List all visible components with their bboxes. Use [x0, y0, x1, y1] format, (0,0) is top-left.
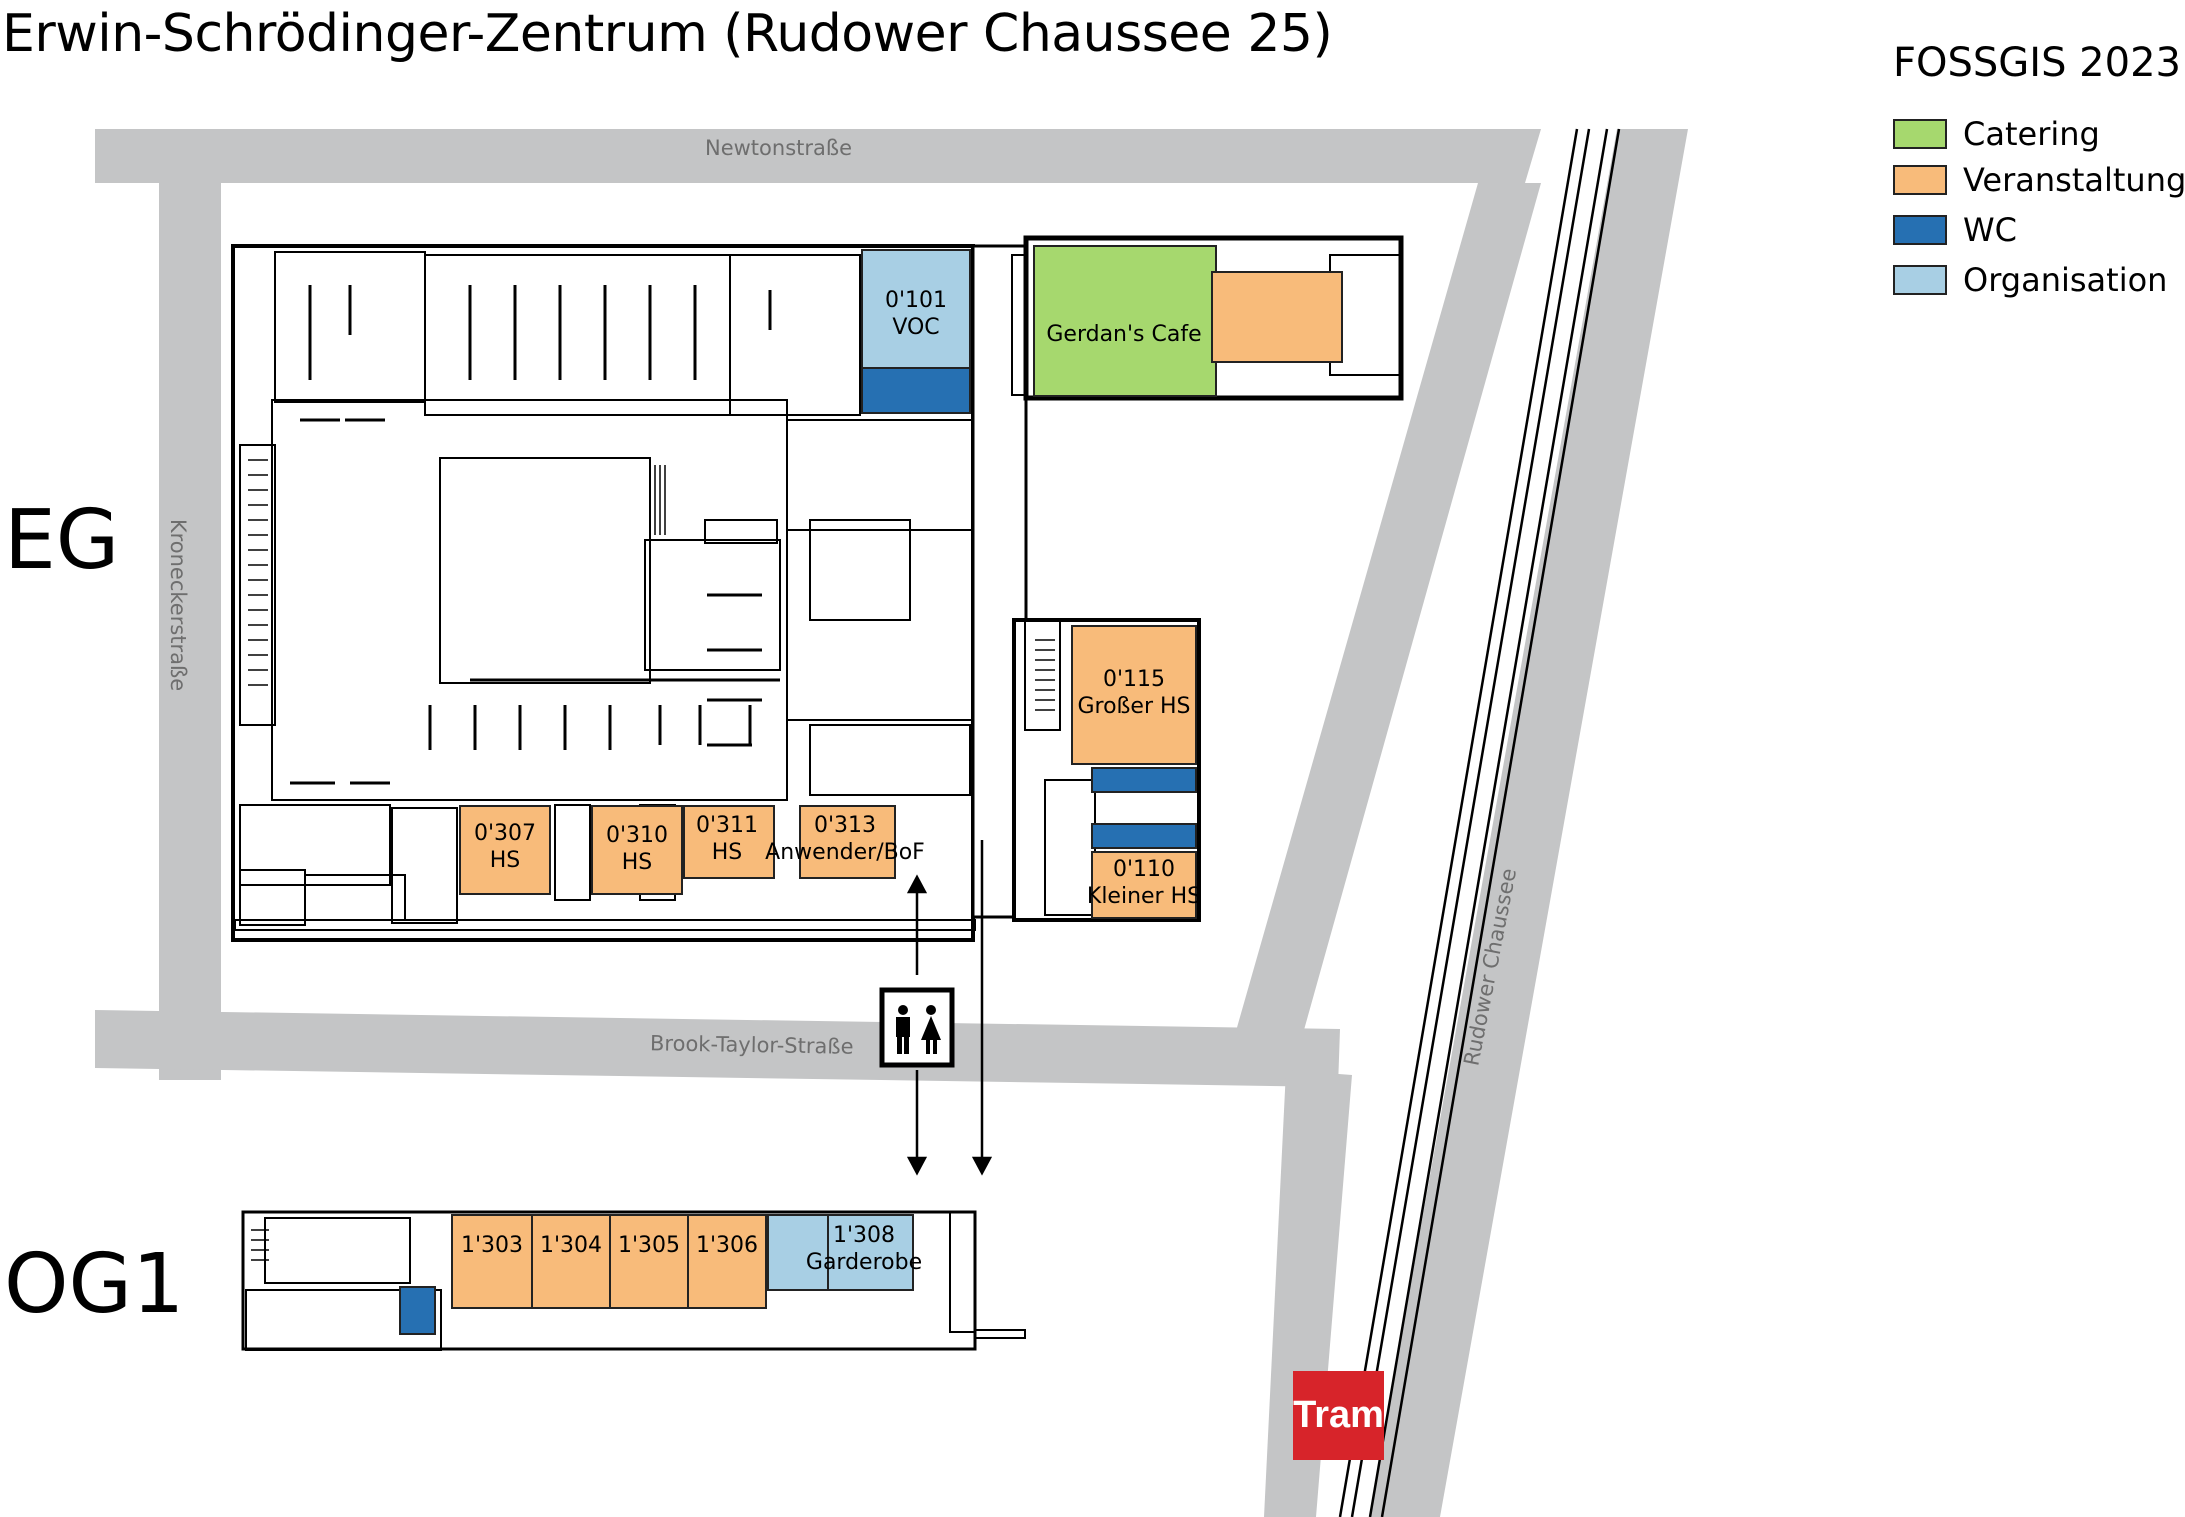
- floor-label-eg: EG: [4, 493, 120, 588]
- legend-title: FOSSGIS 2023: [1893, 40, 2181, 86]
- street-label-newton: Newtonstraße: [705, 136, 853, 160]
- room-label-cafe: Gerdan's Cafe: [1046, 322, 1202, 347]
- room-cafe-stage[interactable]: [1211, 271, 1343, 363]
- street-brook-taylor-strasse: [95, 1010, 1340, 1087]
- legend-swatch-organisation: [1893, 265, 1947, 295]
- room-310[interactable]: [591, 805, 683, 895]
- room-label-1305: 1'305: [617, 1233, 681, 1258]
- legend-item-catering: Catering: [1893, 115, 2100, 153]
- street-label-brook-taylor: Brook-Taylor-Straße: [649, 1031, 854, 1059]
- street-rudower-chaussee-west: [1222, 183, 1541, 1080]
- room-wc-1[interactable]: [1091, 767, 1197, 793]
- street-rudower-chaussee-south: [1264, 1070, 1352, 1517]
- legend-label: Catering: [1963, 115, 2100, 153]
- street-kroneckerstrasse: [159, 129, 221, 1080]
- room-voc-wc[interactable]: [861, 367, 971, 414]
- room-cafe[interactable]: [1033, 245, 1217, 397]
- room-1306[interactable]: [687, 1214, 767, 1309]
- room-gross-hs[interactable]: [1071, 625, 1197, 765]
- room-307[interactable]: [459, 805, 551, 895]
- room-klein-hs[interactable]: [1091, 851, 1197, 919]
- tram-stop-icon: Tram: [1293, 1371, 1384, 1460]
- legend-swatch-wc: [1893, 215, 1947, 245]
- streets: [95, 129, 1688, 1517]
- room-og1-wc[interactable]: [399, 1286, 436, 1335]
- legend-label: Organisation: [1963, 261, 2168, 299]
- room-label-1306: 1'306: [695, 1233, 759, 1258]
- legend-item-wc: WC: [1893, 211, 2017, 249]
- room-label-1304: 1'304: [539, 1233, 603, 1258]
- legend-item-veranstaltung: Veranstaltung: [1893, 161, 2185, 199]
- legend-swatch-veranstaltung: [1893, 165, 1947, 195]
- legend-label: Veranstaltung: [1963, 161, 2185, 199]
- street-label-kronecker: Kroneckerstraße: [166, 518, 191, 692]
- street-rudower-chaussee-east: [1369, 129, 1688, 1517]
- room-1305[interactable]: [609, 1214, 689, 1309]
- rooms-eg: [459, 245, 1343, 919]
- room-voc[interactable]: [861, 249, 971, 369]
- legend-swatch-catering: [1893, 119, 1947, 149]
- legend-label: WC: [1963, 211, 2017, 249]
- toilet-man-woman-icon: [879, 987, 955, 1068]
- tram-tracks: [1338, 128, 1621, 1517]
- room-1303[interactable]: [451, 1214, 533, 1309]
- room-311[interactable]: [683, 805, 775, 879]
- route-arrows: [906, 840, 993, 1176]
- room-1308[interactable]: [827, 1214, 914, 1291]
- room-1304[interactable]: [531, 1214, 611, 1309]
- room-1307[interactable]: [767, 1214, 829, 1291]
- rooms-og1: [399, 1214, 914, 1335]
- floor-label-og1: OG1: [4, 1237, 185, 1332]
- room-label-1303: 1'303: [460, 1233, 524, 1258]
- room-wc-2[interactable]: [1091, 823, 1197, 849]
- street-newtonstrasse: [95, 129, 1541, 183]
- page-title: Erwin-Schrödinger-Zentrum (Rudower Chaus…: [2, 4, 1333, 64]
- legend-item-organisation: Organisation: [1893, 261, 2168, 299]
- room-313[interactable]: [799, 805, 896, 879]
